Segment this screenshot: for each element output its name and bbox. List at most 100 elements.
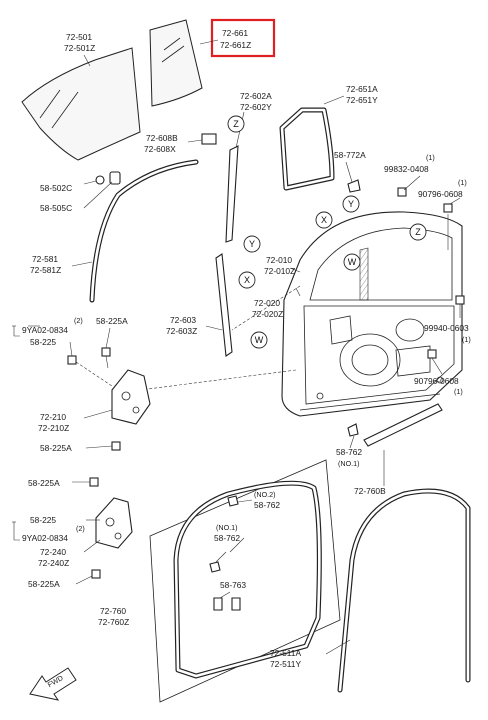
sash-603 [205,253,233,357]
callout-labels: 72-501 72-501Z 72-661 72-661Z 72-651A 72… [22,28,471,669]
label-72-581: 72-581 [32,254,58,264]
label-58-225-upper: 58-225 [30,337,56,347]
label-58-225a-mid: 58-225A [40,443,72,453]
label-99832-0408: 99832-0408 [384,164,429,174]
label-72-511y: 72-511Y [270,659,301,669]
label-72-760b: 72-760B [354,486,386,496]
label-72-603z: 72-603Z [166,326,197,336]
highlight-box [210,18,276,58]
label-72-020: 72-020 [254,298,280,308]
screw-9ya02-lower-bracket [12,521,20,541]
bolt-58-225-upper [101,347,111,369]
weatherstrip-box [149,459,341,703]
marker-w-upper: W [250,331,268,349]
bolt-90796-lower [427,349,443,375]
quarter-window-frame [279,95,345,191]
label-72-760z: 72-760Z [98,617,129,627]
label-58-225a-bottom: 58-225A [28,579,60,589]
clip-762-no1-box [209,551,227,573]
label-90796-0608-upper: 90796-0608 [418,189,463,199]
screw-9ya02-upper-bracket [12,325,20,337]
label-72-608x: 72-608X [144,144,176,154]
bolt-58-225a-mid [85,441,121,451]
plug-772 [345,161,361,193]
label-no1-box: (NO.1) [216,523,238,532]
label-72-602y: 72-602Y [240,102,272,112]
bolt-58-225a-bottom [75,569,101,585]
label-72-603: 72-603 [170,315,196,325]
svg-text:Y: Y [249,239,255,249]
label-72-210: 72-210 [40,412,66,422]
label-72-661z: 72-661Z [220,40,251,50]
label-58-762-no2: 58-762 [254,500,280,510]
label-9ya02-0834-upper: 9YA02-0834 [22,325,68,335]
bolt-58-225a-low [72,477,99,487]
marker-y-right: Y [342,195,360,213]
marker-z-right: Z [409,223,427,241]
fwd-arrow-icon: FWD [29,667,77,701]
label-99940-0603: 99940-0603 [424,323,469,333]
label-99832-qty: (1) [426,153,435,162]
clip-762-no2 [227,495,253,507]
label-58-762-no1-box: 58-762 [214,533,240,543]
label-72-240: 72-240 [40,547,66,557]
label-58-225-low: 58-225 [30,515,56,525]
label-58-225a-top: 58-225A [96,316,128,326]
clip-762-right [347,423,359,449]
label-72-501: 72-501 [66,32,92,42]
marker-w-right: W [343,253,361,271]
label-72-651a: 72-651A [346,84,378,94]
svg-text:X: X [244,275,250,285]
clip-763 [213,591,241,611]
svg-text:Z: Z [233,119,239,129]
bolt-90796-upper [443,197,461,250]
bolt-99940 [455,295,465,318]
label-99940-qty: (1) [462,335,471,344]
hinge-upper [83,369,151,425]
door-opening-weatherstrip [325,488,471,693]
door-shell [139,211,463,417]
marker-x-right: X [315,211,333,229]
marker-x-upper: X [238,271,256,289]
clip-502 [83,175,105,185]
label-72-760: 72-760 [100,606,126,616]
label-58-505c: 58-505C [40,203,72,213]
hinge-lower [83,497,133,553]
lower-moulding [363,403,443,486]
bolt-58-225-left [67,355,113,387]
label-90796-0608-lower: 90796-0608 [414,376,459,386]
label-90796-lower-qty: (1) [454,387,463,396]
label-9ya02-low-qty: (2) [76,524,85,533]
svg-text:Y: Y [348,199,354,209]
leader-lines [28,267,301,553]
label-72-608b: 72-608B [146,133,178,143]
label-72-511a: 72-511A [270,648,301,658]
label-9ya02-upper-qty: (2) [74,316,83,325]
svg-text:Z: Z [415,227,421,237]
label-9ya02-0834-low: 9YA02-0834 [22,533,68,543]
label-no1-right: (NO.1) [338,459,360,468]
label-72-581z: 72-581Z [30,265,61,275]
label-58-762-right: 58-762 [336,447,362,457]
label-72-210z: 72-210Z [38,423,69,433]
label-72-651y: 72-651Y [346,95,378,105]
bracket-608 [187,133,217,145]
label-58-502c: 58-502C [40,183,72,193]
marker-z-upper: Z [227,115,245,133]
label-72-240z: 72-240Z [38,558,69,568]
label-72-010z: 72-010Z [264,266,295,276]
label-72-501z: 72-501Z [64,43,95,53]
label-58-763: 58-763 [220,580,246,590]
quarter-glass [149,19,203,107]
bolt-99832 [397,175,421,197]
label-no2: (NO.2) [254,490,276,499]
svg-text:W: W [348,257,357,267]
label-72-020z: 72-020Z [252,309,283,319]
label-58-225a-low: 58-225A [28,478,60,488]
glass-run-channel [71,159,199,303]
label-72-602a: 72-602A [240,91,272,101]
label-90796-upper-qty: (1) [458,178,467,187]
svg-text:W: W [255,335,264,345]
